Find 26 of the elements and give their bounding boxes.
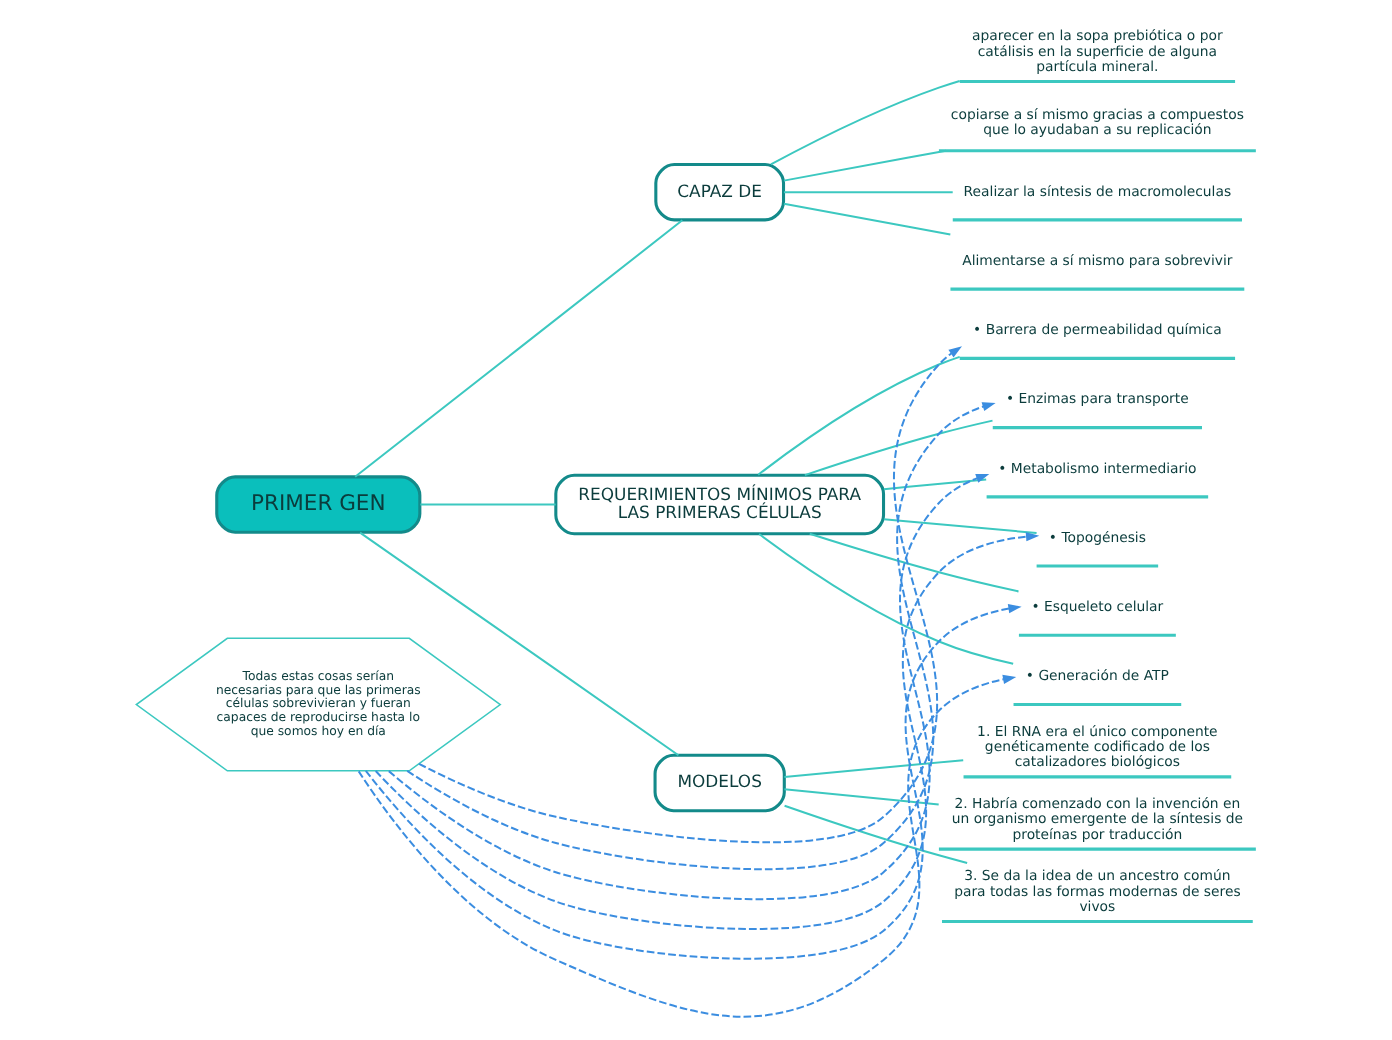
connector xyxy=(359,531,680,757)
connector xyxy=(803,419,994,477)
connector xyxy=(782,202,952,236)
arrow xyxy=(374,532,1040,930)
connector xyxy=(757,355,961,476)
arrow xyxy=(357,674,1017,1018)
arrow xyxy=(406,402,996,871)
node-box: PRIMER GEN xyxy=(215,475,422,534)
arrow xyxy=(418,346,962,844)
node-box: CAPAZ DE xyxy=(654,163,786,222)
connector xyxy=(882,518,1038,534)
arrow xyxy=(364,604,1022,960)
node-box: REQUERIMIENTOS MÍNIMOS PARA LAS PRIMERAS CÉLULAS xyxy=(554,473,886,536)
arrow xyxy=(387,473,990,901)
connector xyxy=(769,79,961,166)
connector xyxy=(783,788,940,806)
connector xyxy=(419,503,557,506)
connector xyxy=(782,149,947,182)
connector xyxy=(782,191,954,194)
connector xyxy=(808,532,1020,593)
node-box: MODELOS xyxy=(653,753,786,813)
connector xyxy=(783,759,965,779)
connector xyxy=(354,219,684,478)
connector xyxy=(882,478,988,491)
connector xyxy=(783,804,969,864)
connector xyxy=(758,533,1015,665)
